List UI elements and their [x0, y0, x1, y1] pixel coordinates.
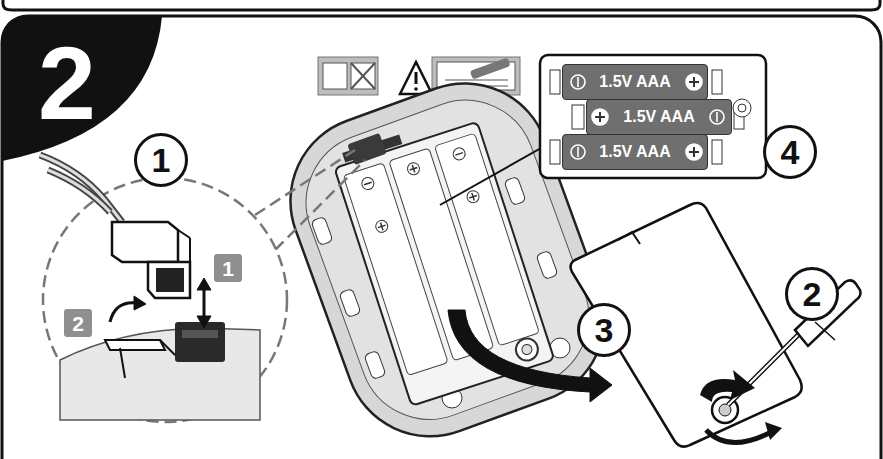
callout-number: 1 [134, 133, 188, 187]
battery: 1.5V AAA [562, 134, 708, 170]
step-number: 2 [803, 277, 822, 311]
callout-number: 2 [785, 267, 839, 321]
zoom-circle [43, 178, 287, 422]
polarity-symbols [571, 74, 724, 160]
battery-label: 1.5V AAA [623, 109, 694, 125]
motion-arrow [110, 278, 211, 328]
inset-frame [540, 55, 766, 178]
rotate-arrow [700, 370, 782, 443]
battery-label: 1.5V AAA [599, 144, 670, 160]
step-number: 3 [595, 313, 614, 347]
plus-signs [595, 77, 699, 157]
step-number: 2 [38, 31, 96, 135]
step-number: 4 [781, 135, 800, 169]
sub-step-number: 2 [64, 309, 92, 337]
battery: 1.5V AAA [586, 99, 732, 135]
zoom-line [255, 150, 355, 215]
battery-cover [571, 203, 802, 447]
panel-edge [3, 0, 880, 10]
callout-number: 3 [577, 303, 631, 357]
sub-step-number: 1 [214, 254, 242, 282]
step-number: 1 [152, 143, 171, 177]
badge-fill [2, 16, 162, 161]
step-badge: 2 [2, 16, 162, 161]
step-number: 1 [222, 258, 234, 279]
step-number: 2 [72, 313, 84, 334]
battery: 1.5V AAA [562, 64, 708, 100]
battery-label: 1.5V AAA [599, 74, 670, 90]
callout-number: 4 [763, 125, 817, 179]
zoom-line [275, 160, 365, 250]
panel-frame [2, 16, 881, 459]
